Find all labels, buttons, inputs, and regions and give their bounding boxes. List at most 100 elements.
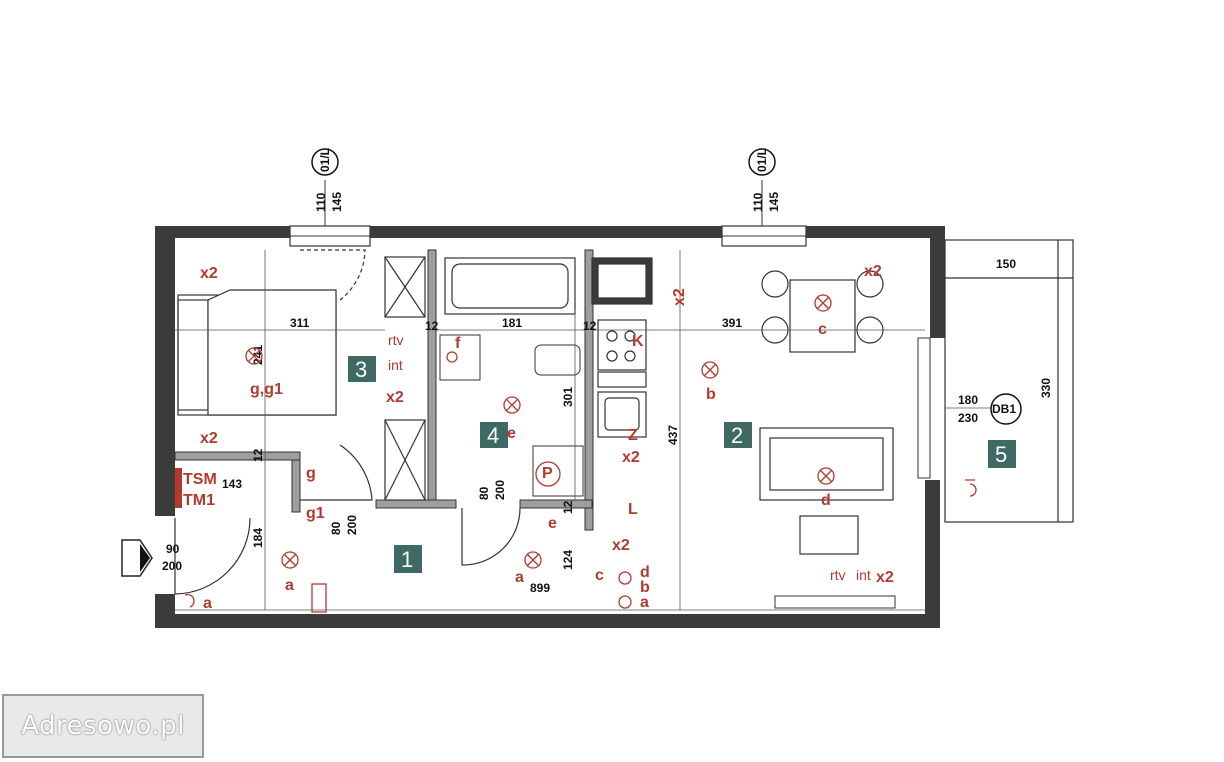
- wardrobe: [384, 256, 426, 501]
- electrical-labels: x2 x2 x2 x2 x2 x2 x2 x2 rtv int rtv int …: [183, 263, 894, 612]
- svg-text:3: 3: [355, 357, 367, 382]
- svg-text:200: 200: [493, 480, 507, 500]
- coffee-table: [799, 515, 859, 555]
- svg-text:int: int: [388, 357, 403, 373]
- db1-marker: [990, 393, 1022, 425]
- svg-text:a: a: [515, 569, 524, 586]
- outer-walls: [155, 226, 945, 628]
- svg-text:145: 145: [330, 192, 344, 212]
- svg-text:x2: x2: [622, 449, 640, 466]
- svg-text:g1: g1: [306, 505, 325, 522]
- balcony-door: [917, 337, 931, 479]
- interior-walls: [174, 249, 594, 531]
- room-badge-4: [480, 422, 508, 448]
- watermark-text: Adresowo.pl: [21, 711, 185, 741]
- room-badge-3: [348, 356, 376, 382]
- svg-text:2: 2: [731, 423, 743, 448]
- axis-label-left: 01/L: [318, 148, 332, 172]
- dimension-lines: [175, 250, 995, 611]
- axis-marker-right: 01/L 110 145: [748, 148, 781, 226]
- svg-text:230: 230: [958, 411, 978, 425]
- svg-text:x2: x2: [876, 569, 894, 586]
- wall-hall-left: [291, 451, 301, 513]
- svg-text:80: 80: [329, 521, 343, 535]
- svg-text:150: 150: [996, 257, 1016, 271]
- svg-text:e: e: [507, 425, 516, 442]
- svg-text:437: 437: [666, 425, 680, 445]
- balcony: [944, 239, 1074, 523]
- svg-text:181: 181: [502, 316, 522, 330]
- svg-text:391: 391: [722, 316, 742, 330]
- svg-text:f: f: [455, 335, 461, 352]
- svg-text:4: 4: [487, 423, 499, 448]
- wall-bath-right: [584, 249, 594, 531]
- svg-text:g: g: [306, 465, 316, 482]
- socket-symbols: [184, 351, 977, 613]
- svg-text:80: 80: [477, 486, 491, 500]
- svg-text:TSM: TSM: [183, 471, 217, 488]
- svg-text:a: a: [203, 595, 212, 612]
- svg-text:12: 12: [583, 319, 597, 333]
- distribution-board: [175, 468, 182, 508]
- svg-text:TM1: TM1: [183, 492, 215, 509]
- wall-room3-bottom: [174, 451, 301, 461]
- svg-text:200: 200: [345, 515, 359, 535]
- svg-text:int: int: [856, 567, 871, 583]
- axis-label-right: 01/L: [755, 148, 769, 172]
- right-wall-lower: [925, 480, 940, 628]
- svg-text:b: b: [706, 386, 716, 403]
- entry-arrow-icon: [121, 539, 153, 577]
- radiator: [774, 595, 896, 609]
- washing-machine: [532, 445, 584, 497]
- bath-sink: [439, 334, 481, 381]
- svg-text:184: 184: [251, 528, 265, 548]
- svg-text:x2: x2: [386, 389, 404, 406]
- room-badge-5: [988, 440, 1016, 468]
- svg-text:d: d: [821, 492, 831, 509]
- doors: [174, 249, 521, 595]
- axis-marker-left: 01/L 110 145: [311, 148, 344, 226]
- svg-text:124: 124: [561, 550, 575, 570]
- bottom-wall: [155, 614, 940, 628]
- svg-text:a: a: [285, 577, 294, 594]
- svg-text:110: 110: [751, 192, 765, 212]
- room-badge-1: [394, 545, 422, 573]
- svg-text:5: 5: [995, 442, 1007, 467]
- wall-bath-bottom2: [519, 499, 593, 509]
- svg-text:301: 301: [561, 387, 575, 407]
- svg-text:rtv: rtv: [830, 567, 846, 583]
- svg-text:180: 180: [958, 393, 978, 407]
- svg-text:Z: Z: [628, 427, 638, 444]
- dimension-labels: 311 181 391 12 12 2 4 1 301 437 184 124 12…: [162, 257, 1053, 595]
- svg-text:330: 330: [1039, 378, 1053, 398]
- svg-text:1: 1: [401, 547, 413, 572]
- svg-text:b: b: [640, 579, 650, 596]
- svg-text:311: 311: [290, 316, 310, 330]
- top-wall: [155, 226, 945, 238]
- svg-text:x2: x2: [671, 288, 688, 306]
- watermark-logo: Adresowo.pl: [2, 694, 204, 758]
- svg-text:143: 143: [222, 477, 242, 491]
- room-badge-2: [724, 422, 752, 448]
- svg-text:x2: x2: [612, 537, 630, 554]
- sofa: [759, 427, 894, 501]
- svg-text:899: 899: [530, 581, 550, 595]
- left-wall-upper: [155, 238, 175, 516]
- svg-text:e: e: [548, 515, 557, 532]
- svg-text:90: 90: [166, 542, 180, 556]
- kitchen-counter: [591, 257, 653, 438]
- svg-text:145: 145: [767, 192, 781, 212]
- svg-text:d: d: [640, 564, 650, 581]
- svg-text:DB1: DB1: [992, 402, 1016, 416]
- svg-text:x2: x2: [200, 430, 218, 447]
- svg-text:x2: x2: [200, 265, 218, 282]
- svg-text:P: P: [542, 465, 553, 482]
- svg-text:110: 110: [314, 192, 328, 212]
- light-points: [245, 294, 835, 569]
- svg-text:12: 12: [561, 500, 575, 514]
- svg-text:12: 12: [251, 448, 265, 462]
- svg-text:K: K: [632, 333, 644, 350]
- svg-text:12: 12: [425, 319, 439, 333]
- toilet: [534, 344, 581, 376]
